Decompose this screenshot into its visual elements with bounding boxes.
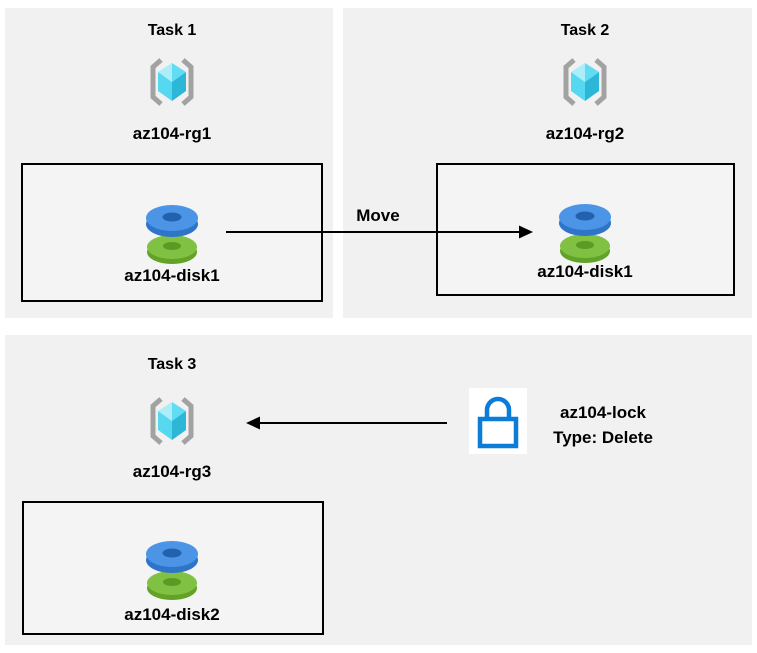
task1-panel: Task 1 az104-rg1 az104-dis <box>5 8 333 318</box>
move-arrow-icon <box>226 224 533 240</box>
resource-group-icon <box>144 393 200 449</box>
task2-title: Task 2 <box>560 22 610 39</box>
managed-disk-icon <box>144 202 200 264</box>
task3-title: Task 3 <box>147 356 197 373</box>
resource-group-icon <box>144 54 200 110</box>
lock-type: Type: Delete <box>553 428 653 447</box>
lock-name: az104-lock <box>560 403 646 422</box>
move-arrow-label: Move <box>356 206 400 225</box>
task2-panel: Task 2 az104-rg2 az104-dis <box>343 8 752 318</box>
resource-group-label: az104-rg3 <box>132 462 212 481</box>
resource-group-label: az104-rg2 <box>545 124 625 143</box>
lock-caption: az104-lock Type: Delete <box>528 400 678 450</box>
lock-arrow-icon <box>246 415 447 431</box>
disk-label: az104-disk1 <box>124 266 220 285</box>
resource-group-label: az104-rg1 <box>132 124 212 143</box>
managed-disk-icon <box>557 201 613 263</box>
disk-label: az104-disk1 <box>537 262 633 281</box>
managed-disk-icon <box>144 538 200 600</box>
resource-group-icon <box>557 54 613 110</box>
lock-icon <box>469 388 527 454</box>
disk-label: az104-disk2 <box>124 605 220 624</box>
task1-title: Task 1 <box>147 22 197 39</box>
task3-panel: Task 3 az104-rg3 <box>5 335 752 645</box>
